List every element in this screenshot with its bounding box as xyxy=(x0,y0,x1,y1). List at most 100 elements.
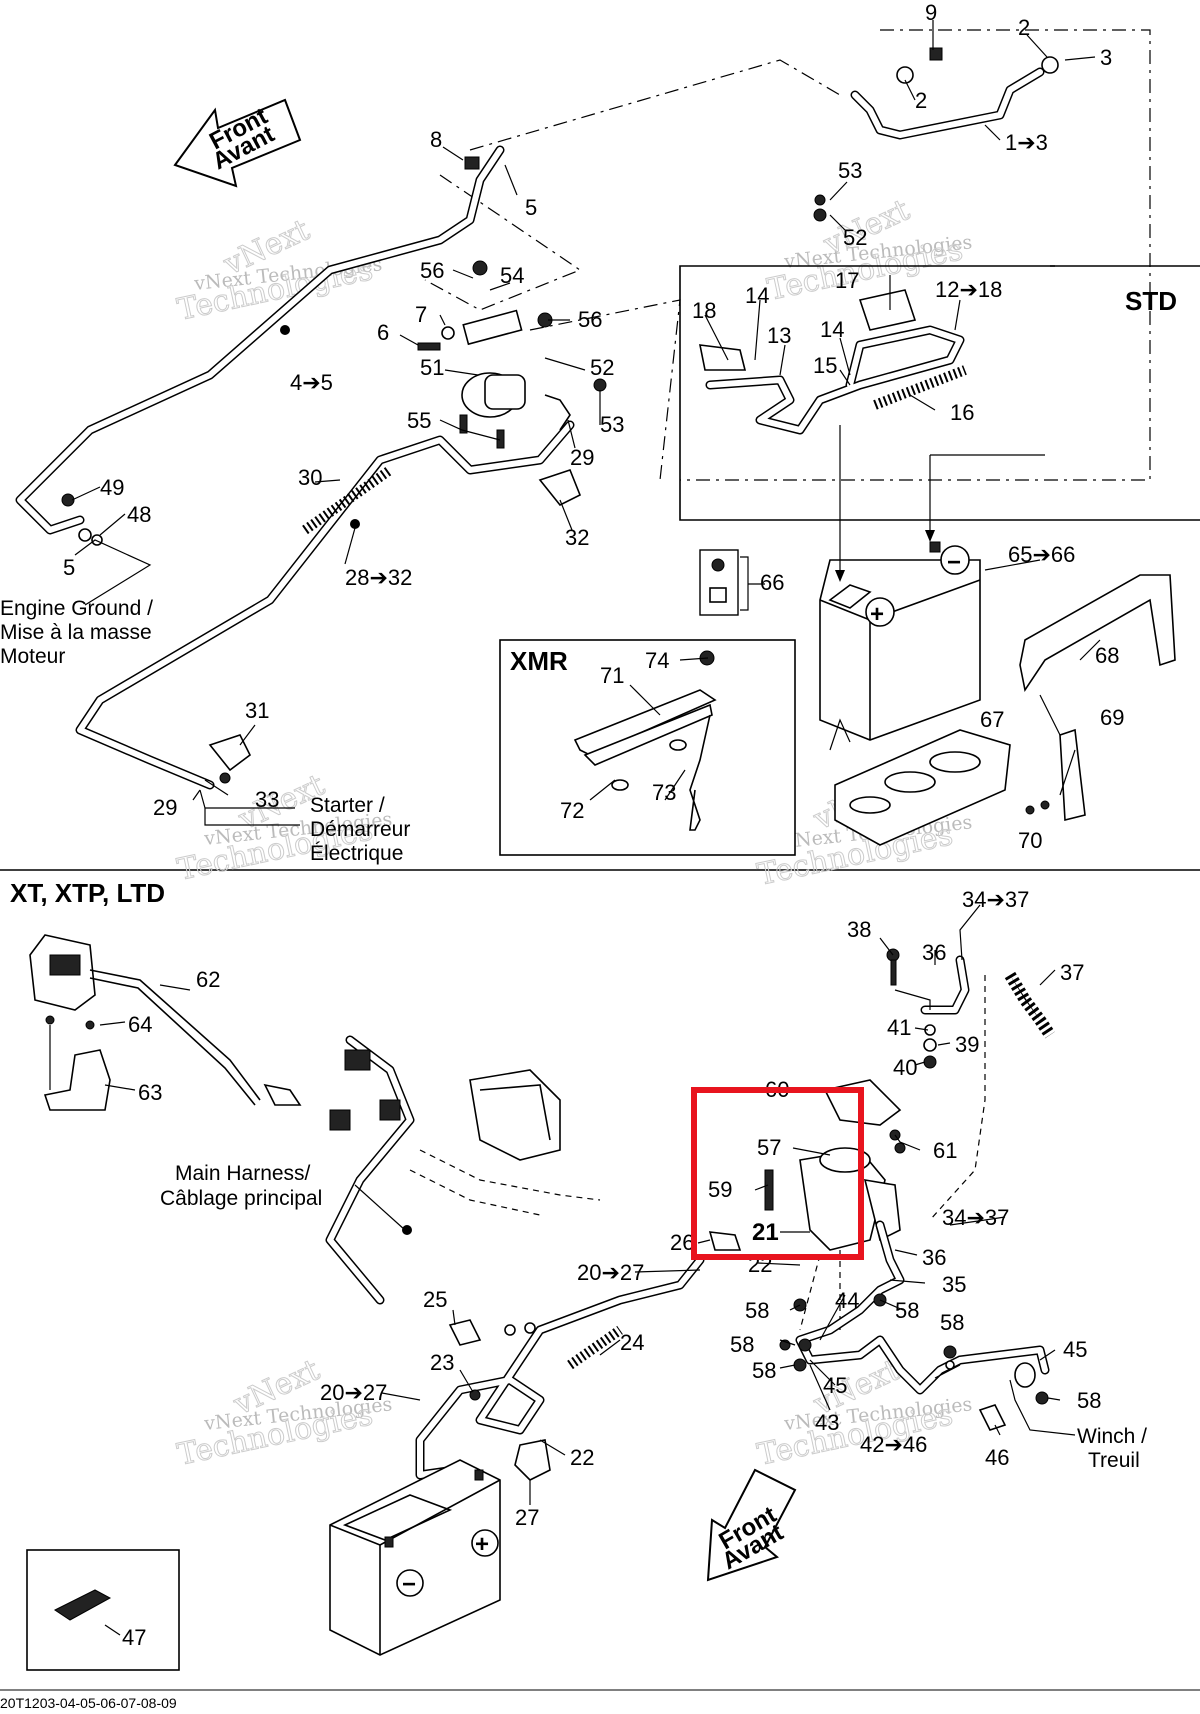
battery-arrows xyxy=(835,425,1045,582)
callout-67: 67 xyxy=(980,707,1004,732)
callout-58: 58 xyxy=(1077,1388,1101,1413)
callout-62: 62 xyxy=(196,967,220,992)
callout-38: 38 xyxy=(847,917,871,942)
callout-68: 68 xyxy=(1095,643,1119,668)
callout-13: 13 xyxy=(767,323,791,348)
callout-36: 36 xyxy=(922,1245,946,1270)
note-line: Main Harness/ xyxy=(175,1162,311,1185)
highlight-box xyxy=(691,1087,864,1260)
note-line: Starter / xyxy=(310,794,385,817)
callout-3: 3 xyxy=(1100,45,1112,70)
callout-34-37: 34➔37 xyxy=(942,1205,1009,1230)
note-line: Engine Ground / xyxy=(0,597,153,620)
callout-44: 44 xyxy=(835,1288,859,1313)
callout-49: 49 xyxy=(100,475,124,500)
main-harness-note: Main Harness/ Câblage principal xyxy=(160,1162,322,1210)
module-62 xyxy=(29,934,302,1106)
engine-ground-note: Engine Ground / Mise à la masse Moteur xyxy=(0,597,153,668)
callout-27: 27 xyxy=(515,1505,539,1530)
callout-14: 14 xyxy=(820,317,844,342)
note-line: Mise à la masse xyxy=(0,621,152,644)
callout-12-18: 12➔18 xyxy=(935,277,1002,302)
callout-48: 48 xyxy=(127,502,151,527)
top-leaders xyxy=(71,20,1101,826)
callout-41: 41 xyxy=(887,1015,911,1040)
callout-5: 5 xyxy=(525,195,537,220)
callout-20-27: 20➔27 xyxy=(320,1380,387,1405)
callout-63: 63 xyxy=(138,1080,162,1105)
callout-35: 35 xyxy=(942,1272,966,1297)
callout-40: 40 xyxy=(893,1055,917,1080)
tray-67 xyxy=(834,729,1011,846)
callout-74: 74 xyxy=(645,648,669,673)
callout-56: 56 xyxy=(420,258,444,283)
callout-56: 56 xyxy=(578,307,602,332)
callout-18: 18 xyxy=(692,298,716,323)
note-line: Moteur xyxy=(0,645,65,668)
callout-4-5: 4➔5 xyxy=(290,370,333,395)
callout-20-27: 20➔27 xyxy=(577,1260,644,1285)
bottom-leaders xyxy=(99,904,1076,1505)
footer-code: 20T1203-04-05-06-07-08-09 xyxy=(0,1695,177,1711)
callout-73: 73 xyxy=(652,780,676,805)
box-47 xyxy=(26,1549,180,1671)
minus-symbol: − xyxy=(402,1571,416,1598)
callout-29: 29 xyxy=(570,445,594,470)
callout-57: 57 xyxy=(757,1135,781,1160)
callout-32: 32 xyxy=(565,525,589,550)
std-box: STD xyxy=(679,265,1200,521)
callout-15: 15 xyxy=(813,353,837,378)
callout-33: 33 xyxy=(255,787,279,812)
bracket-69 xyxy=(1025,728,1086,822)
callout-1-3: 1➔3 xyxy=(1005,130,1048,155)
callout-6: 6 xyxy=(377,320,389,345)
callout-30: 30 xyxy=(298,465,322,490)
bottom-callouts: 62 64 63 34➔37 38 36 37 41 39 40 60 57 6… xyxy=(122,887,1101,1650)
boot-31 xyxy=(208,734,252,784)
callout-28-32: 28➔32 xyxy=(345,565,412,590)
note-line: Câblage principal xyxy=(160,1187,322,1210)
callout-54: 54 xyxy=(500,263,524,288)
callout-51: 51 xyxy=(420,355,444,380)
callout-25: 25 xyxy=(423,1287,447,1312)
callout-64: 64 xyxy=(128,1012,152,1037)
callout-58: 58 xyxy=(895,1298,919,1323)
callout-8: 8 xyxy=(430,127,442,152)
xt-section-label: XT, XTP, LTD xyxy=(10,878,165,908)
callout-14: 14 xyxy=(745,283,769,308)
callout-46: 46 xyxy=(985,1445,1009,1470)
battery-cable-20-27 xyxy=(415,1255,705,1481)
hardware-box-66 xyxy=(699,549,765,616)
std-label: STD xyxy=(1125,286,1177,316)
starter-cable xyxy=(75,420,575,790)
minus-symbol: − xyxy=(947,549,961,576)
callout-61: 61 xyxy=(933,1138,957,1163)
callout-43: 43 xyxy=(815,1410,839,1435)
sleeve-30 xyxy=(302,465,393,535)
callout-37: 37 xyxy=(1060,960,1084,985)
callout-34-37: 34➔37 xyxy=(962,887,1029,912)
top-callouts: 9 2 3 2 1➔3 8 5 56 54 7 56 6 51 52 53 55… xyxy=(63,0,1124,853)
callout-36: 36 xyxy=(922,940,946,965)
ground-cable-top xyxy=(850,47,1059,140)
long-ground-cable xyxy=(15,145,505,535)
callout-58: 58 xyxy=(940,1310,964,1335)
callout-39: 39 xyxy=(955,1032,979,1057)
callout-65-66: 65➔66 xyxy=(1008,542,1075,567)
winch-note: Winch / Treuil xyxy=(1077,1425,1147,1472)
callout-16: 16 xyxy=(950,400,974,425)
callout-23: 23 xyxy=(430,1350,454,1375)
bracket-63 xyxy=(43,1015,111,1111)
callout-52: 52 xyxy=(843,225,867,250)
starter-note: Starter / Démarreur Électrique xyxy=(310,794,410,865)
std-cables xyxy=(698,194,967,435)
callout-5: 5 xyxy=(63,555,75,580)
note-line: Électrique xyxy=(310,842,403,865)
callout-58: 58 xyxy=(745,1298,769,1323)
callout-17: 17 xyxy=(835,268,859,293)
note-line: Démarreur xyxy=(310,818,410,841)
front-arrow-top: Front Avant xyxy=(173,98,302,188)
main-harness xyxy=(325,1035,601,1305)
callout-45: 45 xyxy=(823,1373,847,1398)
